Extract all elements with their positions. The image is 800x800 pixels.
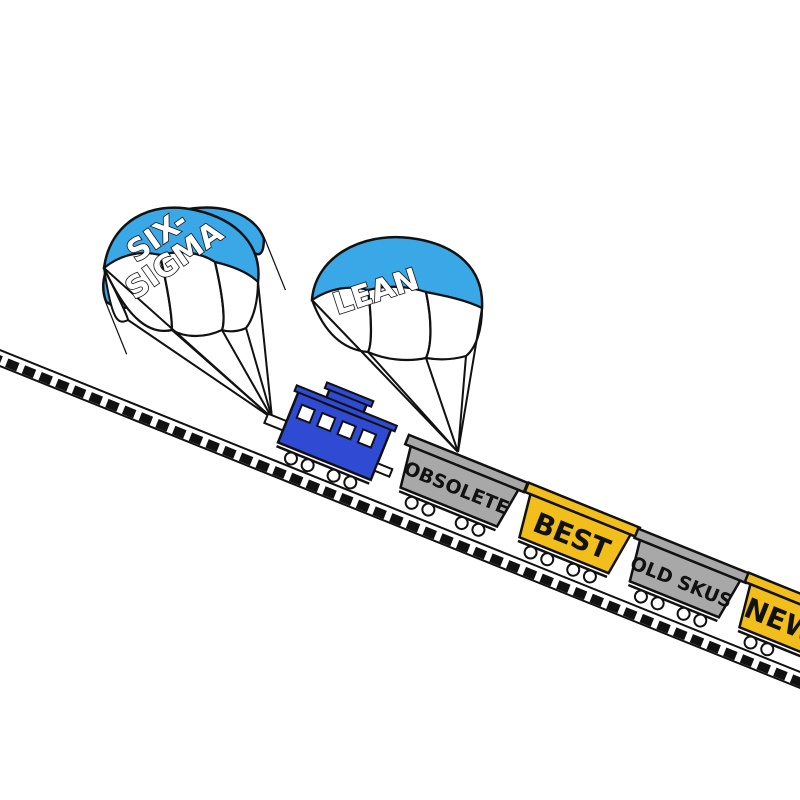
- car-best: BEST: [517, 481, 642, 584]
- parachute-lean: LEAN: [310, 235, 484, 453]
- caboose: [263, 381, 399, 490]
- car-newest: NEWE: [737, 571, 800, 669]
- railroad-track: [0, 348, 800, 690]
